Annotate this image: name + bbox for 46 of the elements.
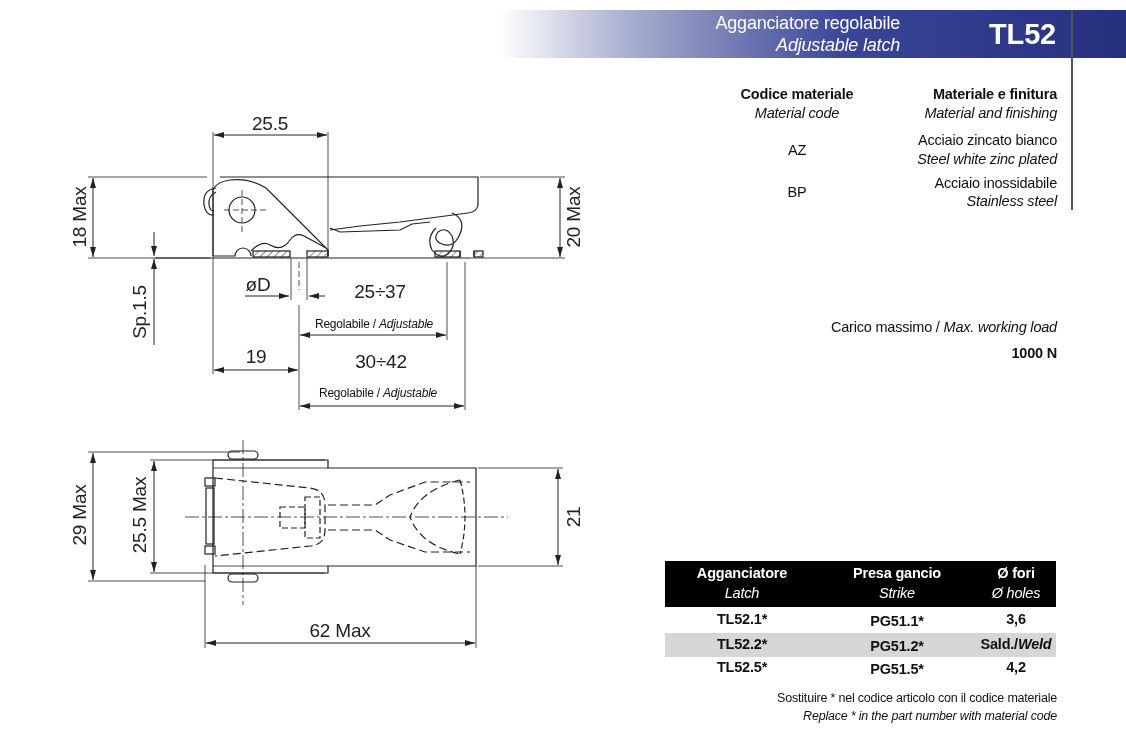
column-heading: Material and finishing xyxy=(924,106,1057,122)
table-cell: 4,2 xyxy=(1006,660,1026,676)
material-description: Acciaio zincato bianco xyxy=(917,133,1057,149)
dimension-value: Sp.1.5 xyxy=(129,285,151,339)
material-code: AZ xyxy=(787,143,807,159)
column-heading: Presa gancio xyxy=(853,566,941,582)
table-cell: PG51.1* xyxy=(870,614,924,630)
load-value: 1000 N xyxy=(1011,346,1057,362)
dimension-value: 29 Max xyxy=(69,484,91,546)
material-description: Acciaio inossidabile xyxy=(934,176,1057,192)
dimension-value: 25÷37 xyxy=(354,281,406,303)
header-subtitle: Adjustable latch xyxy=(776,36,900,56)
column-heading: Materiale e finitura xyxy=(932,87,1057,103)
footnote: Sostituire * nel codice articolo con il codice materiale xyxy=(777,692,1057,706)
table-cell: PG51.5* xyxy=(870,662,924,678)
table-cell: 3,6 xyxy=(1006,612,1026,628)
column-heading: Latch xyxy=(724,586,760,602)
table-cell: PG51.2* xyxy=(870,639,924,655)
material-code: BP xyxy=(787,185,807,201)
table-cell: TL52.2* xyxy=(716,637,768,653)
dimension-value: 19 xyxy=(245,346,267,368)
column-heading: Ø holes xyxy=(991,586,1041,602)
material-description: Steel white zinc plated xyxy=(917,152,1057,168)
table-cell: TL52.5* xyxy=(716,660,768,676)
column-heading: Codice materiale xyxy=(740,87,854,103)
dimension-note: Regolabile / Adjustable xyxy=(318,387,438,401)
dimension-value: 18 Max xyxy=(69,186,91,248)
dimension-value: 25.5 xyxy=(251,113,289,135)
dimension-note: Regolabile / Adjustable xyxy=(314,318,434,332)
footnote: Replace * in the part number with material code xyxy=(803,710,1057,724)
dimension-value: øD xyxy=(245,274,271,296)
table-cell: Sald./Weld xyxy=(980,637,1052,653)
column-heading: Ø fori xyxy=(997,566,1035,582)
dimension-value: 62 Max xyxy=(309,620,371,642)
material-description: Stainless steel xyxy=(966,194,1057,210)
column-heading: Agganciatore xyxy=(696,566,788,582)
product-code: TL52 xyxy=(989,19,1056,51)
load-label: Carico massimo / Max. working load xyxy=(830,320,1057,336)
dimension-value: 25.5 Max xyxy=(129,476,151,554)
dimension-value: 30÷42 xyxy=(355,351,407,373)
dimension-value: 20 Max xyxy=(563,186,585,248)
column-heading: Strike xyxy=(879,586,915,602)
dimension-value: 21 xyxy=(563,506,585,528)
table-cell: TL52.1* xyxy=(716,612,768,628)
header-title: Agganciatore regolabile xyxy=(715,14,900,34)
column-heading: Material code xyxy=(754,106,840,122)
